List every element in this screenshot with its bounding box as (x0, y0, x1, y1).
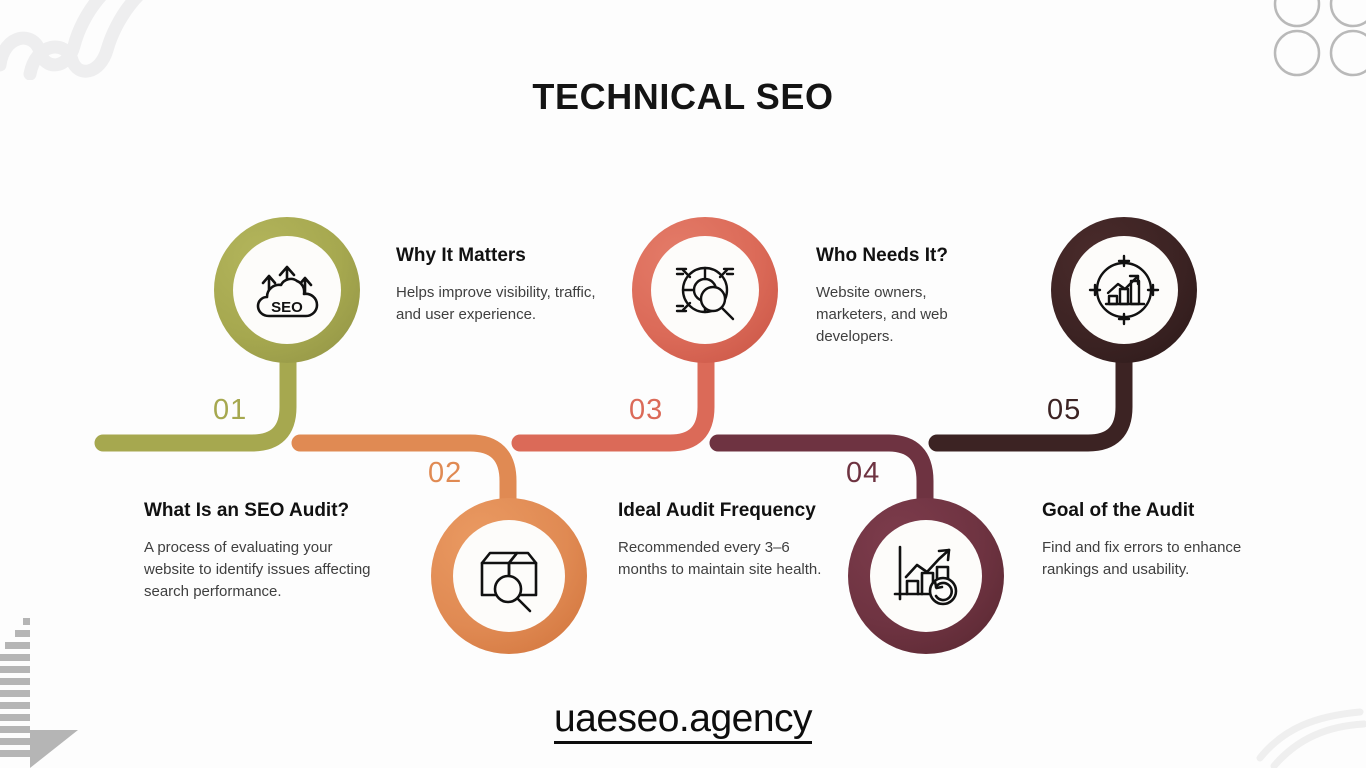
step-text-02: Why It Matters Helps improve visibility,… (396, 243, 596, 326)
connector-04 (709, 434, 934, 569)
step-text-03: Ideal Audit Frequency Recommended every … (618, 498, 828, 581)
step-title-03: Ideal Audit Frequency (618, 500, 816, 521)
page-title: TECHNICAL SEO (532, 76, 834, 117)
step-number-03: 03 (629, 394, 664, 426)
step-text-05: Goal of the Audit Find and fix errors to… (1042, 498, 1242, 581)
connector-03 (511, 321, 715, 452)
connector-01 (94, 321, 297, 452)
step-body-02: Helps improve visibility, traffic, and u… (396, 284, 596, 324)
footer-url-text: uaeseo.agency (553, 697, 813, 744)
step-disc-02 (453, 520, 565, 632)
step-text-01: What Is an SEO Audit? A process of evalu… (144, 498, 384, 604)
step-node-03[interactable] (632, 217, 778, 363)
step-number-04: 04 (846, 457, 881, 489)
step-node-04[interactable] (848, 498, 1004, 654)
step-body-01: A process of evaluating your website to … (144, 539, 371, 601)
step-body-04: Website owners, marketers, and web devel… (816, 284, 948, 346)
target-growth-chart-icon (1088, 254, 1160, 326)
step-node-02[interactable] (431, 498, 587, 654)
step-title-04: Who Needs It? (816, 245, 948, 266)
connector-02 (291, 434, 517, 569)
step-disc-04 (870, 520, 982, 632)
step-disc-03 (651, 236, 759, 344)
step-disc-05 (1070, 236, 1178, 344)
step-number-01: 01 (213, 394, 248, 426)
step-node-01[interactable]: SEO (214, 217, 360, 363)
seo-cloud-arrows-icon: SEO (256, 265, 319, 318)
box-magnifier-icon (480, 551, 538, 613)
svg-text:SEO: SEO (271, 299, 303, 316)
footer-url[interactable]: uaeseo.agency (0, 697, 1366, 744)
step-number-02: 02 (428, 457, 463, 489)
step-body-05: Find and fix errors to enhance rankings … (1042, 539, 1242, 579)
connector-05 (928, 321, 1133, 452)
step-text-04: Who Needs It? Website owners, marketers,… (816, 243, 1001, 349)
step-body-03: Recommended every 3–6 months to maintain… (618, 539, 822, 579)
pie-chart-magnifier-icon (675, 266, 735, 321)
step-title-02: Why It Matters (396, 245, 526, 266)
bar-chart-refresh-icon (893, 545, 958, 606)
step-node-05[interactable] (1051, 217, 1197, 363)
step-number-05: 05 (1047, 394, 1082, 426)
step-title-01: What Is an SEO Audit? (144, 500, 350, 521)
step-title-05: Goal of the Audit (1042, 500, 1195, 521)
step-disc-01: SEO (233, 236, 341, 344)
